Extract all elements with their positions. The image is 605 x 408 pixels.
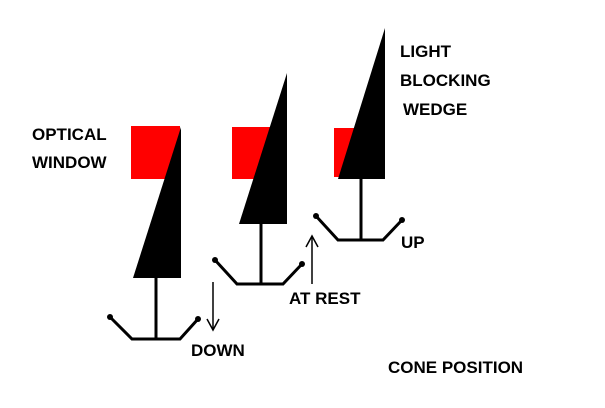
up-arrow	[305, 234, 319, 284]
cone-assembly-up	[313, 28, 405, 242]
down-arrow	[206, 282, 220, 332]
optical-window-label-line1: OPTICAL	[32, 125, 107, 144]
cradle-end-right-up	[399, 217, 405, 223]
light-blocking-wedge-down	[133, 127, 181, 278]
wedge-label-line3: WEDGE	[403, 100, 468, 119]
cradle-end-right-down	[195, 316, 201, 322]
cradle-end-left-down	[107, 314, 113, 320]
cone-position-title: CONE POSITION	[388, 358, 524, 377]
cradle-end-left-up	[313, 213, 319, 219]
cone-cradle-at-rest	[213, 258, 304, 286]
cradle-end-right-at-rest	[299, 261, 305, 267]
wedge-label-line2: BLOCKING	[400, 71, 491, 90]
cone-assembly-at-rest	[212, 73, 305, 286]
up-label: UP	[401, 233, 425, 252]
optical-window-label-line2: WINDOW	[32, 153, 107, 172]
light-blocking-wedge-up	[338, 28, 385, 179]
wedge-label-line1: LIGHT	[400, 42, 451, 61]
cone-cradle-up	[314, 214, 404, 242]
cradle-end-left-at-rest	[212, 257, 218, 263]
cone-cradle-down	[108, 315, 200, 341]
light-blocking-wedge-at-rest	[239, 73, 287, 224]
down-label: DOWN	[191, 341, 245, 360]
at-rest-label: AT REST	[289, 289, 361, 308]
cone-assembly-down	[107, 126, 201, 341]
